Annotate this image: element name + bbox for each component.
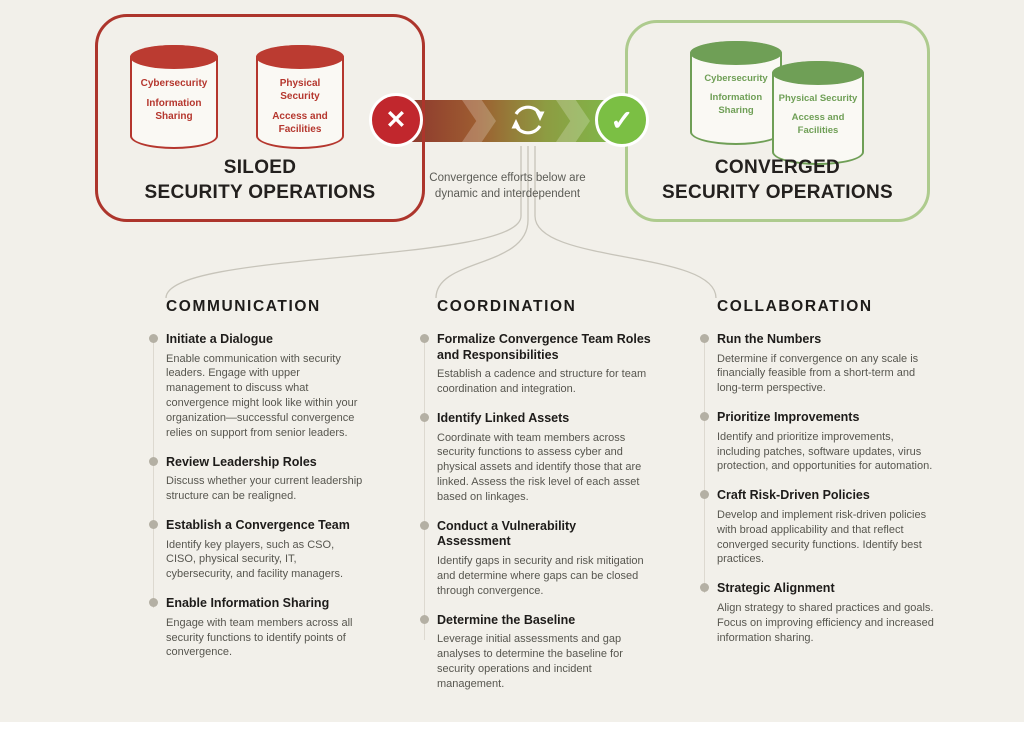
siloed-title-line1: SILOED <box>223 157 297 179</box>
list-item: Prioritize Improvements Identify and pri… <box>700 410 935 474</box>
bullet-icon <box>700 583 709 593</box>
convergence-gradient-band <box>408 100 620 142</box>
column-title: COMMUNICATION <box>166 298 321 315</box>
siloed-operations-box: Cybersecurity Information Sharing Physic… <box>95 14 425 222</box>
item-body: Determine if convergence on any scale is… <box>717 352 919 395</box>
bullet-icon <box>420 412 429 422</box>
list-item: Establish a Convergence Team Identify ke… <box>149 518 363 582</box>
x-icon: ✕ <box>369 93 423 147</box>
list-item: Conduct a Vulnerability Assessment Ident… <box>420 519 652 599</box>
bullet-icon <box>149 598 158 608</box>
item-heading: Review Leadership Roles <box>166 454 317 469</box>
bullet-icon <box>420 520 429 530</box>
column-title: COORDINATION <box>437 298 577 315</box>
bullet-icon <box>420 614 429 624</box>
column-items: Run the Numbers Determine if convergence… <box>700 332 935 645</box>
converged-cylinder-physical-security: Physical Security Access and Facilities <box>772 61 864 165</box>
cylinder-top <box>690 41 782 65</box>
bottom-white-strip <box>0 722 1024 732</box>
cylinder-label-bottom: Information Sharing <box>709 92 763 116</box>
cylinder-label-top: Cybersecurity <box>140 78 208 89</box>
cylinder-label: Cybersecurity Information Sharing <box>695 73 777 117</box>
list-item: Determine the Baseline Leverage initial … <box>420 613 652 692</box>
cylinder-label: Physical Security Access and Facilities <box>777 93 859 137</box>
bullet-icon <box>700 490 709 500</box>
cylinder-top <box>772 61 864 85</box>
cylinder-label-top: Physical Security <box>279 78 321 102</box>
item-heading: Initiate a Dialogue <box>166 332 273 346</box>
bullet-icon <box>149 520 158 529</box>
cylinder-top <box>130 45 218 69</box>
siloed-cylinder-cybersecurity: Cybersecurity Information Sharing <box>130 45 218 149</box>
cylinder-top <box>256 45 344 69</box>
item-body: Identify gaps in security and risk mitig… <box>437 555 644 597</box>
item-body: Engage with team members across all secu… <box>166 616 353 659</box>
converged-title-line2: SECURITY OPERATIONS <box>662 181 893 203</box>
item-heading: Establish a Convergence Team <box>166 518 350 532</box>
list-item: Formalize Convergence Team Roles and Res… <box>420 332 652 397</box>
bullet-icon <box>700 334 709 343</box>
cylinder-label: Cybersecurity Information Sharing <box>135 77 213 123</box>
column-items: Formalize Convergence Team Roles and Res… <box>420 332 652 692</box>
cylinder-label-top: Cybersecurity <box>704 73 768 84</box>
item-body: Establish a cadence and structure for te… <box>437 368 647 396</box>
converged-operations-box: Cybersecurity Information Sharing Physic… <box>625 20 930 222</box>
cylinder-label-top: Physical Security <box>778 93 858 104</box>
converged-title-line1: CONVERGED <box>714 157 841 179</box>
siloed-cylinder-physical-security: Physical Security Access and Facilities <box>256 45 344 149</box>
item-heading: Craft Risk-Driven Policies <box>717 488 870 503</box>
list-item: Initiate a Dialogue Enable communication… <box>149 332 363 441</box>
bullet-icon <box>149 334 158 343</box>
cycle-arrows-icon <box>511 105 545 135</box>
siloed-title-line2: SECURITY OPERATIONS <box>144 181 376 203</box>
list-item: Craft Risk-Driven Policies Develop and i… <box>700 488 935 567</box>
item-heading: Conduct a Vulnerability Assessment <box>437 518 577 549</box>
convergence-note-line2: dynamic and interdependent <box>434 188 581 201</box>
item-body: Discuss whether your current leadership … <box>166 475 363 503</box>
item-heading: Run the Numbers <box>717 332 822 346</box>
column-communication: COMMUNICATION Initiate a Dialogue Enable… <box>149 298 363 674</box>
item-body: Identify key players, such as CSO, CISO,… <box>166 538 344 581</box>
item-body: Leverage initial assessments and gap ana… <box>437 633 623 690</box>
x-glyph: ✕ <box>385 106 407 134</box>
item-heading: Strategic Alignment <box>717 581 835 596</box>
list-item: Strategic Alignment Align strategy to sh… <box>700 581 935 645</box>
item-body: Identify and prioritize improvements, in… <box>717 430 933 473</box>
item-heading: Identify Linked Assets <box>437 410 570 425</box>
item-body: Develop and implement risk-driven polici… <box>717 508 927 566</box>
cylinder-label-bottom: Information Sharing <box>146 98 202 122</box>
cylinder-label-bottom: Access and Facilities <box>791 112 845 136</box>
column-items: Initiate a Dialogue Enable communication… <box>149 332 363 660</box>
cylinder-label-bottom: Access and Facilities <box>272 111 328 135</box>
list-item: Run the Numbers Determine if convergence… <box>700 332 935 396</box>
item-heading: Prioritize Improvements <box>717 410 860 425</box>
column-collaboration: COLLABORATION Run the Numbers Determine … <box>700 298 935 659</box>
list-item: Review Leadership Roles Discuss whether … <box>149 455 363 504</box>
column-coordination: COORDINATION Formalize Convergence Team … <box>420 298 652 706</box>
converged-cylinder-cybersecurity: Cybersecurity Information Sharing <box>690 41 782 145</box>
item-heading: Enable Information Sharing <box>166 596 330 611</box>
list-item: Enable Information Sharing Engage with t… <box>149 596 363 660</box>
bullet-icon <box>149 456 158 466</box>
item-heading: Formalize Convergence Team Roles and Res… <box>437 332 651 362</box>
item-body: Enable communication with security leade… <box>166 352 358 439</box>
convergence-note-line1: Convergence efforts below are <box>429 172 586 184</box>
column-title: COLLABORATION <box>717 298 873 315</box>
bullet-icon <box>420 334 429 343</box>
list-item: Identify Linked Assets Coordinate with t… <box>420 411 652 505</box>
item-body: Coordinate with team members across secu… <box>437 431 642 503</box>
converged-title: CONVERGED SECURITY OPERATIONS <box>628 156 927 205</box>
cylinder-label: Physical Security Access and Facilities <box>261 77 339 136</box>
connector-line-coordination <box>435 146 529 299</box>
check-glyph: ✓ <box>610 104 634 136</box>
bullet-icon <box>700 412 709 422</box>
item-heading: Determine the Baseline <box>437 612 576 627</box>
convergence-note: Convergence efforts below are dynamic an… <box>400 170 615 202</box>
siloed-title: SILOED SECURITY OPERATIONS <box>98 156 422 205</box>
check-icon: ✓ <box>595 93 649 147</box>
item-body: Align strategy to shared practices and g… <box>717 601 934 644</box>
